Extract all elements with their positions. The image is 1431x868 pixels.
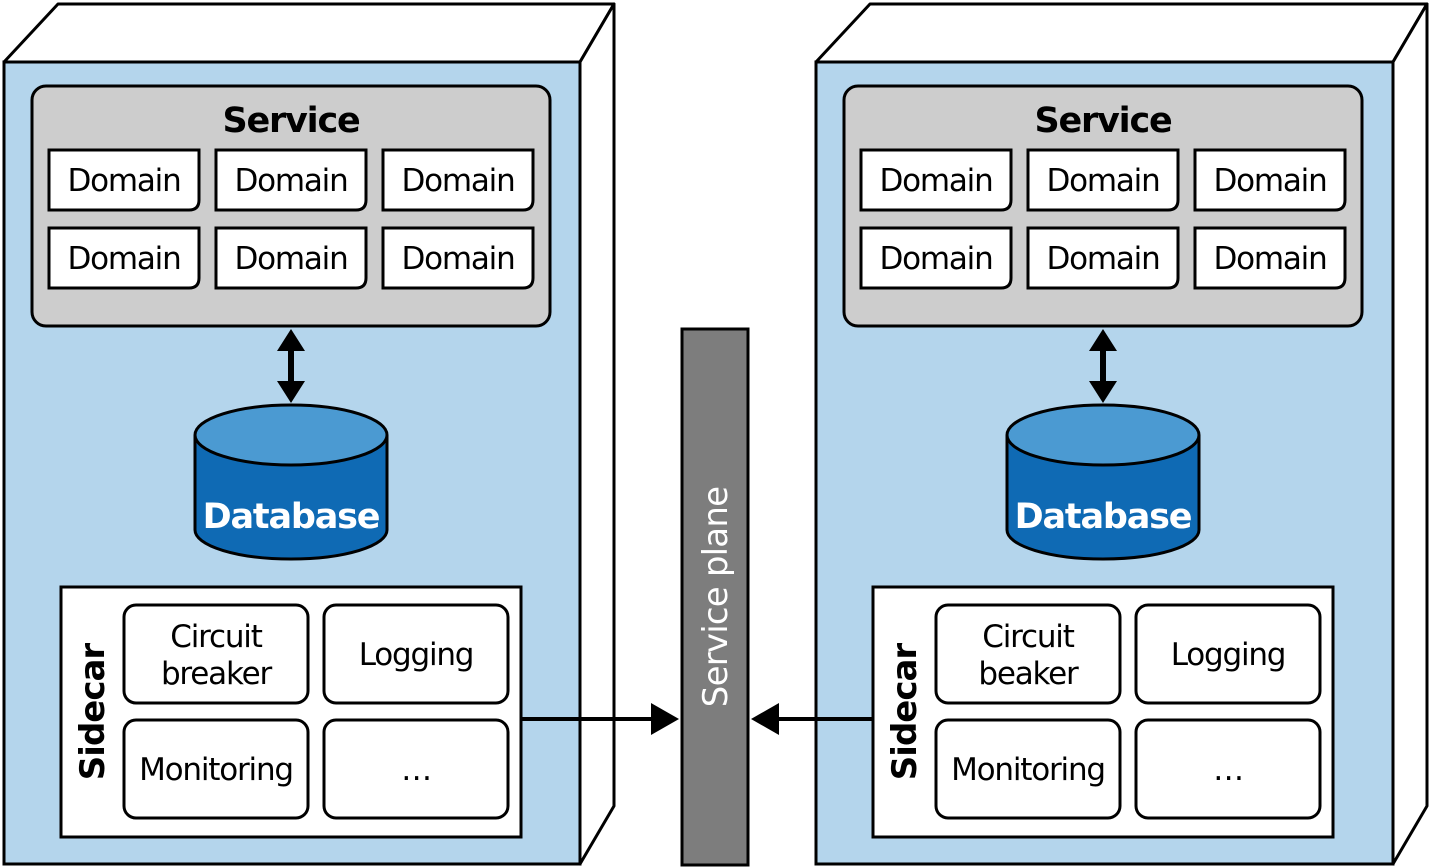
domain-label: Domain xyxy=(67,241,180,277)
sidecar-item-line: Monitoring xyxy=(951,752,1105,788)
domain-box[interactable]: Domain xyxy=(1026,226,1180,290)
sidecar-item-line: Logging xyxy=(359,637,474,673)
domain-box[interactable]: Domain xyxy=(859,226,1013,290)
domain-box[interactable]: Domain xyxy=(859,148,1013,212)
domain-label: Domain xyxy=(1213,241,1326,277)
domain-label: Domain xyxy=(1046,163,1159,199)
domain-label: Domain xyxy=(234,163,347,199)
domain-box[interactable]: Domain xyxy=(381,148,535,212)
sidecar-item-monitoring[interactable]: Monitoring xyxy=(934,718,1122,820)
sidecar-item-line: Monitoring xyxy=(139,752,293,788)
domain-box[interactable]: Domain xyxy=(1193,148,1347,212)
service-title: Service xyxy=(222,101,360,141)
node-left: Service Domain Domain Domain Domain Doma… xyxy=(2,2,616,866)
database-cylinder[interactable]: Database xyxy=(193,403,389,561)
sidecar-item-logging[interactable]: Logging xyxy=(322,603,510,705)
service-database-arrow xyxy=(1089,329,1117,403)
sidecar-title: Sidecar xyxy=(73,643,113,781)
sidecar-item-line: … xyxy=(1213,752,1243,788)
node-right-top-face xyxy=(814,2,1429,64)
node-right: Service Domain Domain Domain Domain Doma… xyxy=(814,2,1429,866)
domain-box[interactable]: Domain xyxy=(47,148,201,212)
sidecar-item-line: breaker xyxy=(161,656,273,692)
domain-label: Domain xyxy=(234,241,347,277)
database-cylinder[interactable]: Database xyxy=(1005,403,1201,561)
service-plane[interactable]: Service plane xyxy=(680,327,750,867)
sidecar-item-line: Circuit xyxy=(170,619,262,655)
domain-label: Domain xyxy=(401,163,514,199)
database-label: Database xyxy=(203,497,380,537)
sidecar-item-ellipsis[interactable]: … xyxy=(1134,718,1322,820)
domain-box[interactable]: Domain xyxy=(1193,226,1347,290)
database-label: Database xyxy=(1015,497,1192,537)
domain-box[interactable]: Domain xyxy=(214,148,368,212)
service-title: Service xyxy=(1034,101,1172,141)
domain-label: Domain xyxy=(1213,163,1326,199)
domain-box[interactable]: Domain xyxy=(381,226,535,290)
sidecar-item-circuit-breaker[interactable]: Circuit breaker xyxy=(122,603,310,705)
domain-label: Domain xyxy=(879,241,992,277)
domain-label: Domain xyxy=(879,163,992,199)
sidecar-item-line: Logging xyxy=(1171,637,1286,673)
domain-label: Domain xyxy=(67,163,180,199)
right-sidecar-to-plane-arrow xyxy=(751,703,873,735)
sidecar-item-circuit-breaker[interactable]: Circuit beaker xyxy=(934,603,1122,705)
domain-label: Domain xyxy=(1046,241,1159,277)
domain-label: Domain xyxy=(401,241,514,277)
sidecar-item-logging[interactable]: Logging xyxy=(1134,603,1322,705)
sidecar-item-line: beaker xyxy=(978,656,1079,692)
service-database-arrow xyxy=(277,329,305,403)
node-left-top-face xyxy=(2,2,616,64)
service-box[interactable]: Service Domain Domain Domain Domain Doma… xyxy=(842,84,1364,328)
sidecar-item-line: Circuit xyxy=(982,619,1074,655)
left-sidecar-to-plane-arrow xyxy=(521,703,679,735)
domain-box[interactable]: Domain xyxy=(214,226,368,290)
domain-box[interactable]: Domain xyxy=(47,226,201,290)
sidecar-item-ellipsis[interactable]: … xyxy=(322,718,510,820)
sidecar-box[interactable]: Sidecar Circuit beaker Logging Monitorin… xyxy=(871,585,1335,839)
node-left-side-face xyxy=(578,2,616,866)
sidecar-item-line: … xyxy=(401,752,431,788)
node-right-side-face xyxy=(1391,2,1429,866)
service-plane-label: Service plane xyxy=(696,487,736,707)
sidecar-box[interactable]: Sidecar Circuit breaker Logging Monitori… xyxy=(59,585,523,839)
sidecar-item-monitoring[interactable]: Monitoring xyxy=(122,718,310,820)
domain-box[interactable]: Domain xyxy=(1026,148,1180,212)
service-box[interactable]: Service Domain Domain Domain Domain Doma… xyxy=(30,84,552,328)
sidecar-title: Sidecar xyxy=(885,643,925,781)
